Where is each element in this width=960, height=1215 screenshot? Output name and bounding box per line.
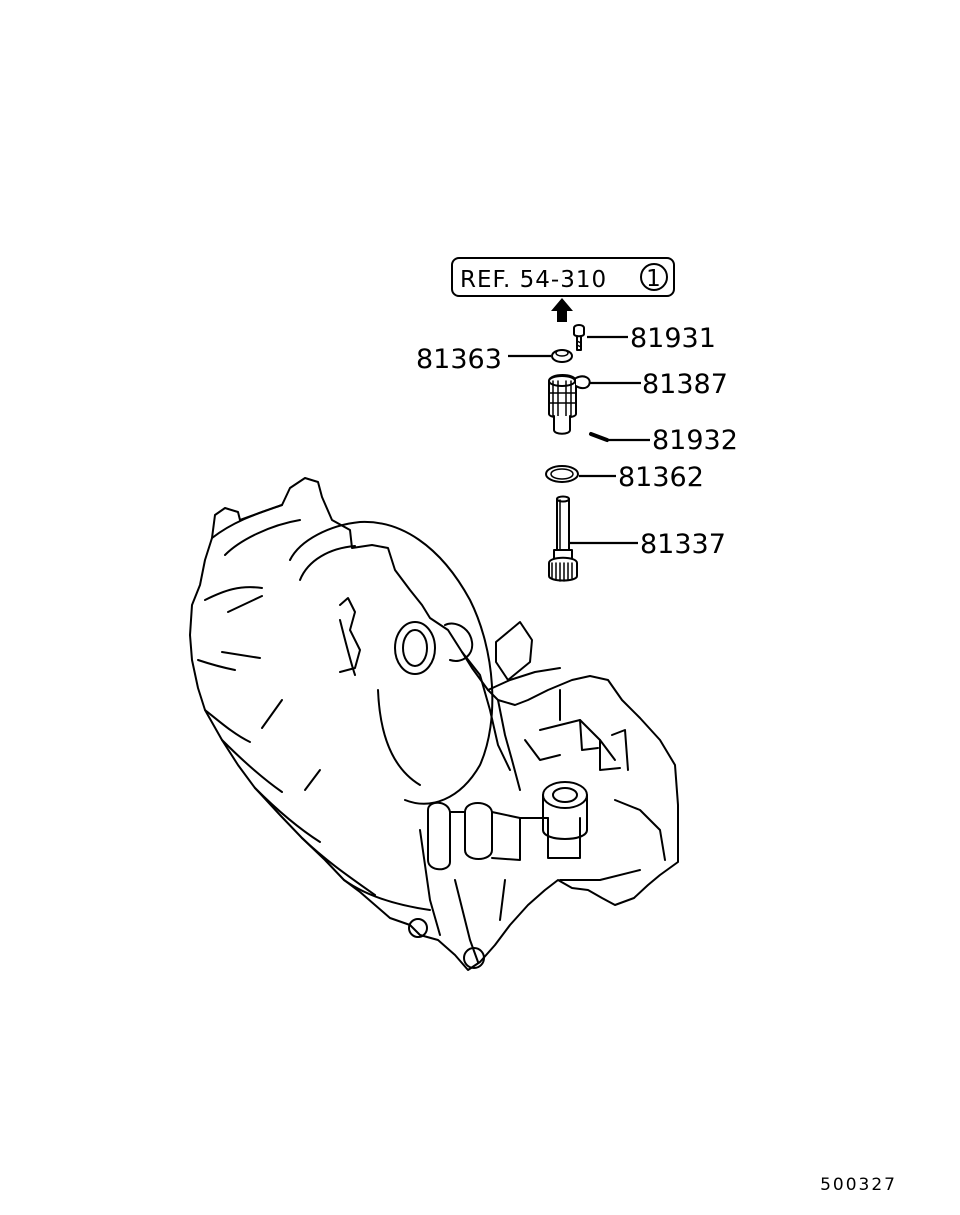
up-arrow-icon bbox=[551, 298, 573, 322]
part-pin-81932[interactable] bbox=[589, 432, 609, 442]
callout-81931[interactable]: 81931 bbox=[630, 323, 716, 354]
callout-81932[interactable]: 81932 bbox=[652, 425, 738, 456]
part-bolt-81931[interactable] bbox=[573, 324, 585, 351]
diagram-code: 500327 bbox=[820, 1175, 897, 1195]
callout-81362[interactable]: 81362 bbox=[618, 462, 704, 493]
reference-text: REF. 54-310 bbox=[460, 267, 607, 293]
callout-81387[interactable]: 81387 bbox=[642, 369, 728, 400]
part-oring-81362[interactable] bbox=[545, 465, 579, 483]
reference-box[interactable]: REF. 54-310 1 bbox=[451, 257, 675, 297]
part-seal-81363[interactable] bbox=[551, 349, 573, 363]
callout-81337[interactable]: 81337 bbox=[640, 529, 726, 560]
callout-81363[interactable]: 81363 bbox=[416, 344, 502, 375]
transmission-case bbox=[189, 477, 679, 971]
part-gear-81337[interactable] bbox=[548, 495, 578, 582]
reference-circled-number: 1 bbox=[646, 266, 662, 292]
part-sleeve-81387[interactable] bbox=[548, 374, 591, 435]
